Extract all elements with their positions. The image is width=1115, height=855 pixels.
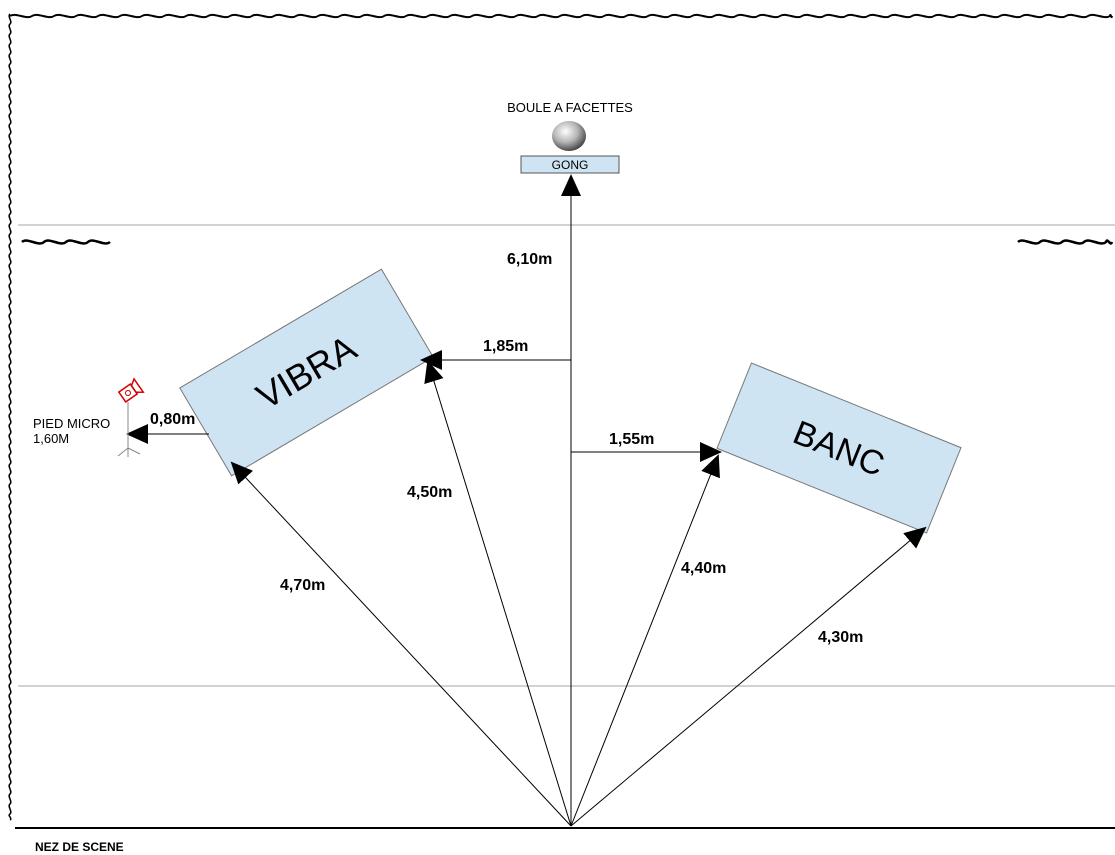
distance-banc-right: 4,30m [818, 629, 863, 646]
gong-label: GONG [552, 158, 589, 172]
vibra-instrument [179, 268, 434, 477]
distance-vibra-left: 4,70m [280, 577, 325, 594]
distance-vibra-right: 4,50m [407, 484, 452, 501]
banc-instrument [716, 362, 962, 534]
mic-height: 1,60M [33, 431, 69, 446]
curtain-mid-left [21, 239, 111, 245]
mic-label: PIED MICRO [33, 416, 110, 431]
distance-mic: 0,80m [150, 411, 195, 428]
disco-ball-icon [552, 121, 586, 151]
microphone-stand-icon [117, 377, 145, 457]
curtain-top [9, 13, 1113, 19]
arrow-vibra-left [230, 461, 572, 827]
distance-vibra-side: 1,85m [483, 338, 528, 355]
arrow-banc-right [570, 526, 927, 827]
stage-edge-label: NEZ DE SCENE [35, 840, 124, 854]
curtain-mid-right [1017, 239, 1114, 245]
distance-banc-left: 4,40m [681, 560, 726, 577]
curtain-left [8, 13, 12, 821]
distance-banc-side: 1,55m [609, 431, 654, 448]
ball-label: BOULE A FACETTES [507, 100, 633, 115]
arrow-banc-left [570, 454, 720, 827]
gong [520, 155, 620, 174]
distance-gong: 6,10m [507, 251, 552, 268]
arrow-vibra-right [424, 360, 572, 827]
